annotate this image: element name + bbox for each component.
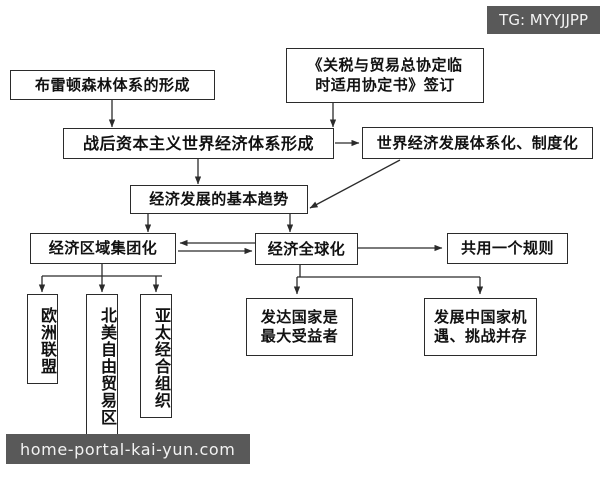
node-label: 亚太经合组织 [152, 306, 171, 409]
tg-watermark-badge: TG: MYYJJPP [487, 6, 600, 34]
node-basic-trend[interactable]: 经济发展的基本趋势 [130, 185, 308, 214]
node-developed-beneficiary[interactable]: 发达国家是 最大受益者 [246, 298, 353, 356]
node-globalization[interactable]: 经济全球化 [255, 233, 358, 265]
node-label-line1: 《关税与贸易总协定临 [307, 56, 463, 74]
node-systemized[interactable]: 世界经济发展体系化、制度化 [362, 127, 593, 159]
node-developing-opportunity[interactable]: 发展中国家机 遇、挑战并存 [424, 298, 537, 356]
node-eu[interactable]: 欧洲联盟 [27, 294, 58, 384]
node-label: 北美自由贸易区 [98, 307, 117, 426]
node-label-line2: 遇、挑战并存 [433, 327, 527, 345]
node-label-line1: 发展中国家机 [433, 307, 527, 326]
tg-watermark-text: TG: MYYJJPP [499, 11, 588, 29]
node-label: 世界经济发展体系化、制度化 [376, 133, 579, 152]
site-watermark-badge: home-portal-kai-yun.com [6, 434, 250, 464]
node-bretton[interactable]: 布雷顿森林体系的形成 [10, 70, 215, 100]
node-label: 经济发展的基本趋势 [149, 190, 289, 209]
node-label: 经济区域集团化 [48, 239, 158, 258]
node-gatt[interactable]: 《关税与贸易总协定临 时适用协定书》签订 [286, 48, 484, 103]
node-postwar-system[interactable]: 战后资本主义世界经济体系形成 [63, 128, 334, 159]
node-apec[interactable]: 亚太经合组织 [140, 294, 172, 418]
node-label: 战后资本主义世界经济体系形成 [82, 133, 314, 153]
node-label-line2: 时适用协定书》签订 [315, 75, 455, 94]
node-label: 欧洲联盟 [38, 306, 57, 375]
edge-systemized-basictrend [309, 159, 401, 209]
site-watermark-text: home-portal-kai-yun.com [20, 439, 236, 459]
node-label: 共用一个规则 [460, 239, 554, 258]
node-nafta[interactable]: 北美自由贸易区 [86, 294, 118, 436]
node-label: 经济全球化 [267, 239, 346, 258]
node-label-line2: 最大受益者 [260, 327, 339, 345]
node-label: 布雷顿森林体系的形成 [34, 75, 190, 94]
node-label-line1: 发达国家是 [260, 307, 339, 326]
node-shared-rule[interactable]: 共用一个规则 [447, 233, 568, 264]
node-regional-bloc[interactable]: 经济区域集团化 [30, 233, 176, 264]
